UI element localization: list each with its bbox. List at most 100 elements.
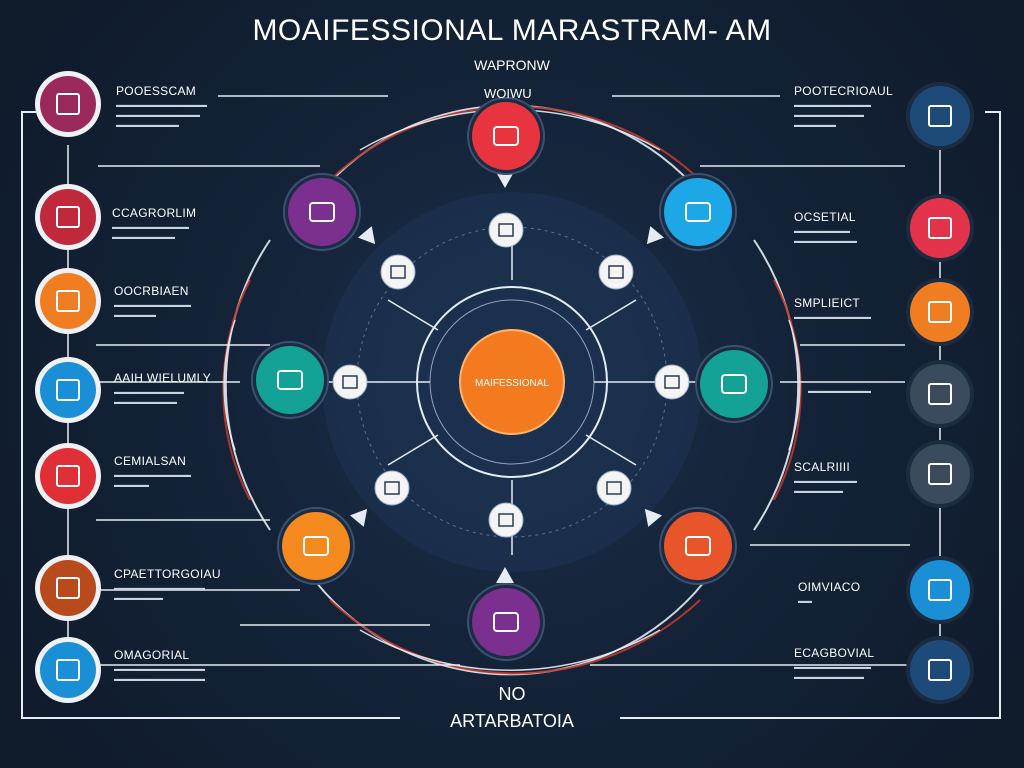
brain-icon bbox=[493, 126, 519, 146]
right-label-1-lines: ▬▬▬▬▬▬▬▬▬▬▬▬▬▬▬▬▬▬▬▬▬▬▬▬▬▬▬ bbox=[794, 102, 871, 129]
left-label-3-title: OOCRBIAEN bbox=[114, 284, 189, 298]
monitor-icon bbox=[56, 379, 80, 401]
left-label-2: CCAGRORLIM ▬▬▬▬▬▬▬▬▬▬▬▬▬▬▬▬▬▬▬▬ bbox=[112, 206, 196, 243]
mini-node-3 bbox=[598, 254, 634, 290]
spoke-3 bbox=[387, 299, 439, 331]
mini-node-8-icon bbox=[498, 513, 514, 527]
right-label-5-lines: ▬▬▬▬▬▬▬▬▬▬▬▬▬▬▬▬ bbox=[794, 478, 857, 495]
presentation-icon bbox=[685, 536, 711, 556]
footer-line1: NO bbox=[498, 684, 526, 704]
left-label-6: CPAETTORGOIAU ▬▬▬▬▬▬▬▬▬▬▬▬▬▬▬▬▬▬▬▬ bbox=[114, 567, 221, 604]
inner-node-5 bbox=[472, 588, 540, 656]
left-node-7 bbox=[40, 642, 96, 698]
inner-node-7 bbox=[700, 350, 768, 418]
left-label-6-lines: ▬▬▬▬▬▬▬▬▬▬▬▬▬▬▬▬▬▬▬▬ bbox=[114, 585, 205, 602]
screen-icon bbox=[277, 370, 303, 390]
right-label-7-title: ECAGBOVIAL bbox=[794, 646, 875, 660]
right-label-1-title: POOTECRIOAUL bbox=[794, 84, 893, 98]
file-icon bbox=[56, 577, 80, 599]
right-label-5-title: SCALRIIII bbox=[794, 460, 851, 474]
mini-node-5 bbox=[654, 364, 690, 400]
right-frame-line bbox=[620, 111, 1001, 719]
left-label-4-title: AAIH WIELUMLY bbox=[114, 371, 212, 385]
mini-node-4 bbox=[332, 364, 368, 400]
eye-icon bbox=[928, 659, 952, 681]
left-label-5-lines: ▬▬▬▬▬▬▬▬▬▬▬▬▬▬▬▬ bbox=[114, 472, 191, 489]
arc-6 bbox=[359, 629, 661, 671]
spoke-4 bbox=[585, 299, 637, 331]
right-label-2-title: OCSETIAL bbox=[794, 210, 856, 224]
mini-node-2-icon bbox=[390, 265, 406, 279]
mini-node-6-icon bbox=[384, 481, 400, 495]
left-label-4: AAIH WIELUMLY ▬▬▬▬▬▬▬▬▬▬▬▬▬▬▬▬▬▬▬ bbox=[114, 371, 211, 408]
window-icon bbox=[928, 217, 952, 239]
right-node-7 bbox=[910, 640, 970, 700]
right-node-1 bbox=[910, 86, 970, 146]
footer-line2: ARTARBATOIA bbox=[450, 711, 574, 731]
hub-label: MAIFESSIONAL bbox=[475, 378, 549, 389]
right-label-6: OIMVIACO ▬▬ bbox=[798, 580, 860, 607]
right-node-2 bbox=[910, 198, 970, 258]
mini-node-4-icon bbox=[342, 375, 358, 389]
left-node-2 bbox=[40, 189, 96, 245]
calculator-icon bbox=[685, 202, 711, 222]
right-label-6-title: OIMVIACO bbox=[798, 580, 861, 594]
network-icon bbox=[928, 463, 952, 485]
badge-icon bbox=[928, 105, 952, 127]
inner-node-1 bbox=[472, 102, 540, 170]
left-label-7-title: OMAGORIAL bbox=[114, 648, 190, 662]
mini-node-1 bbox=[488, 212, 524, 248]
arrowhead-5 bbox=[644, 508, 663, 527]
right-label-3-title: SMPLIEICT bbox=[794, 296, 861, 310]
arc-8 bbox=[222, 279, 251, 501]
right-label-6-lines: ▬▬ bbox=[798, 598, 812, 605]
left-node-1 bbox=[40, 76, 96, 132]
mini-node-8 bbox=[488, 502, 524, 538]
right-label-3: SMPLIEICT ▬▬▬▬▬▬▬▬▬▬▬ bbox=[794, 296, 871, 323]
left-node-3 bbox=[40, 273, 96, 329]
arrowhead-6 bbox=[496, 567, 514, 583]
arc-10 bbox=[773, 279, 802, 501]
gear-icon bbox=[928, 301, 952, 323]
arrowhead-3 bbox=[646, 226, 665, 245]
left-label-1-lines: ▬▬▬▬▬▬▬▬▬▬▬▬▬▬▬▬▬▬▬▬▬▬▬▬▬▬▬▬▬▬▬▬▬▬ bbox=[116, 102, 207, 129]
left-label-2-lines: ▬▬▬▬▬▬▬▬▬▬▬▬▬▬▬▬▬▬▬▬ bbox=[112, 224, 189, 241]
left-label-2-title: CCAGRORLIM bbox=[112, 206, 197, 220]
arrowhead-2 bbox=[357, 226, 376, 245]
circuit-icon bbox=[928, 579, 952, 601]
arc-5 bbox=[329, 599, 701, 675]
left-node-5 bbox=[40, 448, 96, 504]
arc-7 bbox=[224, 239, 271, 531]
speech-icon bbox=[493, 612, 519, 632]
right-node-6 bbox=[910, 560, 970, 620]
top-node-tag: WOIWU bbox=[484, 86, 532, 101]
inner-node-3 bbox=[256, 346, 324, 414]
right-label-2: OCSETIAL ▬▬▬▬▬▬▬▬▬▬▬▬▬▬▬▬▬ bbox=[794, 210, 857, 247]
spoke-5 bbox=[387, 434, 439, 466]
left-node-4 bbox=[40, 362, 96, 418]
clipboard-icon bbox=[56, 290, 80, 312]
arc-11 bbox=[223, 319, 236, 451]
hub-circle bbox=[459, 329, 565, 435]
spoke-6 bbox=[585, 434, 637, 466]
mini-node-6 bbox=[374, 470, 410, 506]
document-icon bbox=[56, 206, 80, 228]
inner-node-2 bbox=[664, 178, 732, 246]
book-icon bbox=[56, 465, 80, 487]
left-label-1-title: POOESSCAM bbox=[116, 84, 197, 98]
right-label-4: ▬▬▬▬▬▬▬▬▬ bbox=[808, 384, 871, 397]
left-label-1: POOESSCAM ▬▬▬▬▬▬▬▬▬▬▬▬▬▬▬▬▬▬▬▬▬▬▬▬▬▬▬▬▬▬… bbox=[116, 84, 207, 131]
right-node-4 bbox=[910, 364, 970, 424]
laptop-icon bbox=[721, 374, 747, 394]
inner-node-8 bbox=[288, 178, 356, 246]
chart-icon bbox=[928, 383, 952, 405]
left-node-6 bbox=[40, 560, 96, 616]
left-label-5-title: CEMIALSAN bbox=[114, 454, 187, 468]
left-label-4-lines: ▬▬▬▬▬▬▬▬▬▬▬▬▬▬▬▬▬▬▬ bbox=[114, 389, 184, 406]
folder-icon bbox=[56, 93, 80, 115]
right-label-7: ECAGBOVIAL ▬▬▬▬▬▬▬▬▬▬▬▬▬▬▬▬▬▬▬▬▬ bbox=[794, 646, 874, 683]
left-label-7-lines: ▬▬▬▬▬▬▬▬▬▬▬▬▬▬▬▬▬▬▬▬▬▬▬▬▬▬ bbox=[114, 666, 205, 683]
diagram-title: MOAIFESSIONAL MARASTRAM- AM bbox=[252, 14, 772, 47]
